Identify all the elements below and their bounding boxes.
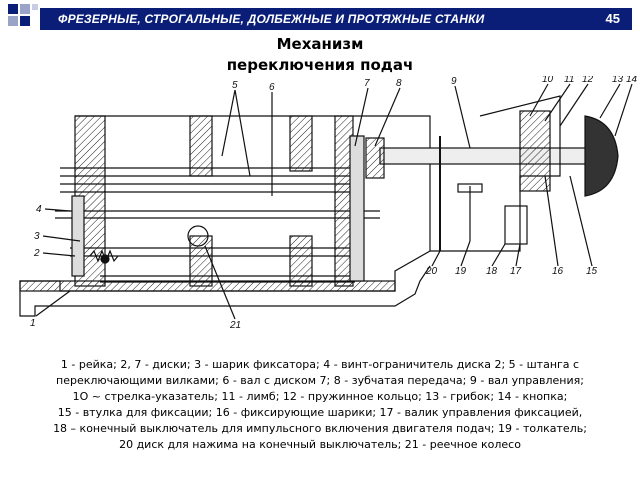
callout-10: 10 <box>542 76 554 85</box>
spring <box>89 249 119 263</box>
header-bar: ФРЕЗЕРНЫЕ, СТРОГАЛЬНЫЕ, ДОЛБЕЖНЫЕ И ПРОТ… <box>40 8 632 30</box>
callout-15: 15 <box>586 266 598 277</box>
callout-12: 12 <box>582 76 594 85</box>
slide-title-line-2: переключения подач <box>226 56 414 74</box>
callout-7: 7 <box>364 78 370 89</box>
housing-mid-wall-2 <box>189 235 213 287</box>
disc-7 <box>349 135 365 282</box>
slide-title: Механизм переключения подач <box>170 34 470 76</box>
callout-17: 17 <box>510 266 522 277</box>
callout-20: 20 <box>425 266 438 277</box>
callout-3: 3 <box>34 231 40 242</box>
page-number: 45 <box>605 11 620 26</box>
legend-line: 18 – конечный выключатель для импульсног… <box>53 422 587 435</box>
corner-decoration <box>0 0 56 28</box>
callout-4: 4 <box>36 204 42 215</box>
control-shaft-9 <box>379 147 601 165</box>
slide-title-line-1: Механизм <box>276 35 364 53</box>
feed-mechanism-drawing: 5 6 7 8 9 10 11 12 13 14 4 3 2 1 21 20 1… <box>19 76 638 331</box>
legend-line: 15 - втулка для фиксации; 16 - фиксирующ… <box>57 406 583 419</box>
legend-line: 20 диск для нажима на конечный выключате… <box>119 438 521 451</box>
callout-5: 5 <box>232 80 238 91</box>
callout-9: 9 <box>451 76 457 87</box>
housing-mid-wall-3 <box>289 115 313 172</box>
legend-line: переключающими вилками; 6 - вал с диском… <box>56 374 584 387</box>
callout-2: 2 <box>33 248 40 259</box>
disc-2 <box>71 195 85 277</box>
callout-8: 8 <box>396 78 402 89</box>
callout-19: 19 <box>455 266 467 277</box>
callout-1: 1 <box>30 318 36 329</box>
callout-14: 14 <box>626 76 638 85</box>
rack-wheel-21 <box>187 225 209 247</box>
legend-caption: 1 - рейка; 2, 7 - диски; 3 - шарик фикса… <box>8 357 632 453</box>
limit-switch-18 <box>504 205 528 245</box>
legend-line: 1О ~ стрелка-указатель; 11 - лимб; 12 - … <box>72 390 568 403</box>
callout-21: 21 <box>229 320 241 331</box>
callout-6: 6 <box>269 82 275 93</box>
legend-line: 1 - рейка; 2, 7 - диски; 3 - шарик фикса… <box>60 358 580 371</box>
base-plate <box>19 280 396 292</box>
housing-mid-wall-1 <box>189 115 213 177</box>
callout-18: 18 <box>486 266 498 277</box>
header-title: ФРЕЗЕРНЫЕ, СТРОГАЛЬНЫЕ, ДОЛБЕЖНЫЕ И ПРОТ… <box>58 12 485 26</box>
knob-13 <box>584 115 619 197</box>
callout-16: 16 <box>552 266 564 277</box>
gear-8 <box>365 137 385 179</box>
callout-11: 11 <box>564 76 574 85</box>
callout-13: 13 <box>612 76 624 85</box>
housing-mid-wall-4 <box>289 235 313 287</box>
